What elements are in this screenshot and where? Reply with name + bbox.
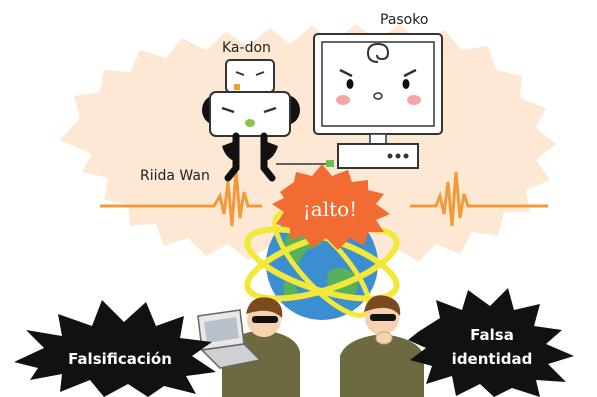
riida-wan-label: Riida Wan [140, 168, 210, 184]
falsificacion-burst [14, 300, 216, 397]
hacker-person-icon [197, 297, 300, 397]
signal-line-right [410, 171, 548, 227]
pasoko-label: Pasoko [380, 12, 428, 28]
kadon-label: Ka-don [222, 40, 271, 56]
alert-text: ¡alto! [303, 197, 357, 221]
signal-line [100, 169, 262, 227]
router-character-icon [202, 59, 334, 182]
falsa-identidad-line1: Falsa [470, 326, 514, 344]
alert-burst [272, 164, 390, 250]
falsificacion-label: Falsificación [68, 350, 172, 368]
impostor-person-icon [340, 295, 424, 397]
falsa-identidad-line2: identidad [452, 350, 533, 368]
falsa-identidad-burst [408, 288, 574, 397]
computer-character-icon [313, 33, 443, 169]
